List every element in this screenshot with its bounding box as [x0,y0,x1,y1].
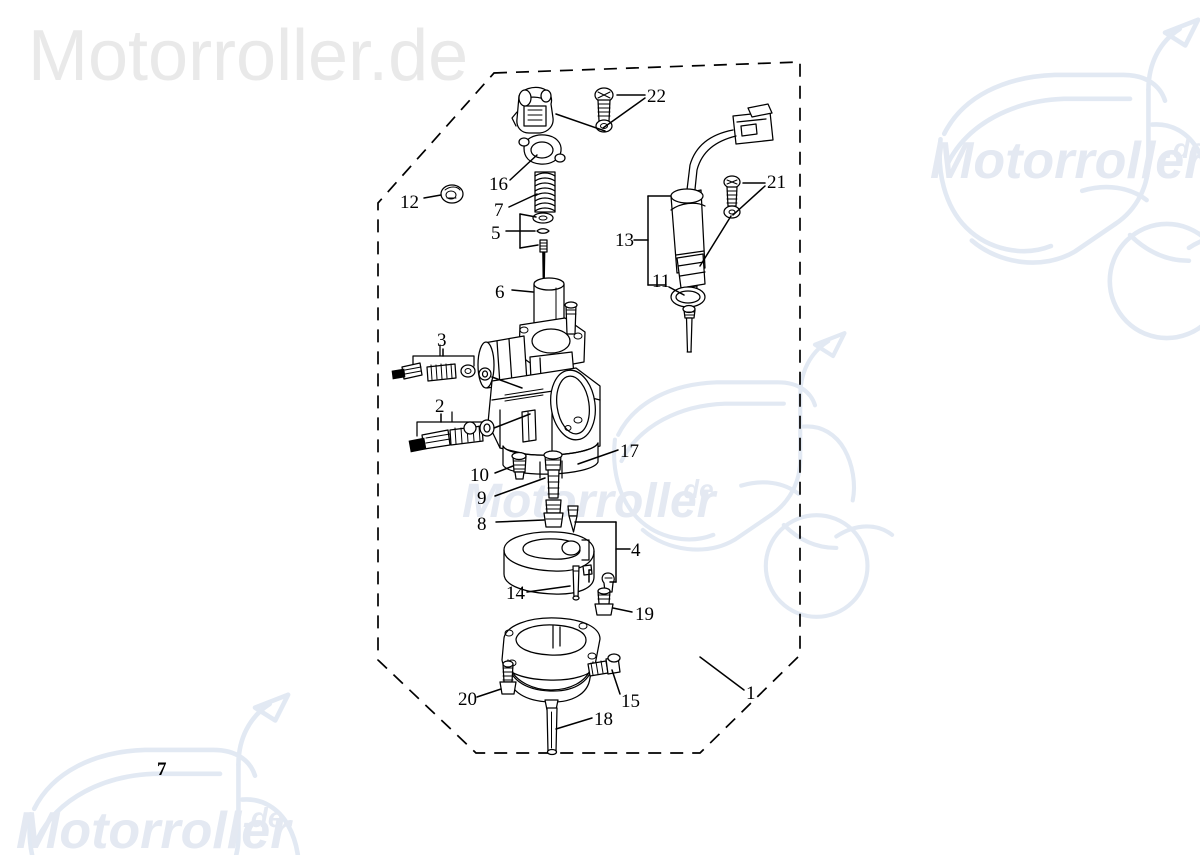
callout-label-10: 10 [470,465,489,486]
watermark-brand-top-right: Motorroller [930,132,1200,190]
watermark-scooter-center [612,331,895,619]
part-9-needle-jet [543,450,563,499]
watermark-layer: Motorroller.de Motorroller .de [16,16,1200,855]
page-number: 7 [157,759,167,780]
callout-label-19: 19 [635,604,654,625]
part-14-float-pivot-pin [572,565,580,601]
callout-label-11: 11 [652,271,670,292]
part-2-pilot-screw-set [408,411,495,453]
choke-plunger-needle [682,304,696,353]
watermark-scooter-bottom-left [27,692,301,855]
part-21-choke-mount-screws [723,175,741,219]
watermark-brand-suffix-center: .de [676,474,714,504]
part-7-throttle-spring [534,171,556,213]
part-5-needle-clip-washer [532,212,554,283]
callout-label-18: 18 [594,709,613,730]
callout-label-22: 22 [647,86,666,107]
callout-label-1: 1 [746,683,756,704]
callout-label-3: 3 [437,330,447,351]
callout-label-6: 6 [495,282,505,303]
watermark-top-left-text: Motorroller.de [28,16,468,96]
part-18-drain-tube [546,707,558,756]
part-6-throttle-valve-piston [533,277,565,330]
callout-label-20: 20 [458,689,477,710]
callout-label-9: 9 [477,488,487,509]
float-needle-valve [567,505,579,533]
callout-label-15: 15 [621,691,640,712]
callout-label-17: 17 [620,441,639,462]
callout-label-21: 21 [767,172,786,193]
part-20-bowl-bolt [499,660,517,695]
callout-label-7: 7 [494,200,504,221]
part-16-throttle-cover [440,86,566,204]
assembly-boundary-dashed [377,61,801,754]
callout-label-4: 4 [631,540,641,561]
part-22-cover-screws [594,87,614,133]
callout-label-13: 13 [615,230,634,251]
part-8-main-jet [543,499,564,528]
callout-label-12: 12 [400,192,419,213]
callout-leaders [423,94,766,730]
part-4-float [503,531,615,595]
part-13-auto-choke-solenoid [670,103,774,301]
watermark-brand-suffix-bottom-left: .de [243,802,283,833]
part-15-bowl-screw [587,653,621,677]
float-bowl [501,617,601,711]
callout-label-8: 8 [477,514,487,535]
watermark-scooter-top-right [937,17,1200,341]
callout-label-14: 14 [506,583,526,604]
watermark-brand-bottom-left: Motorroller [16,802,293,855]
carburetor-main-body [477,301,601,479]
part-10-pilot-jet [511,451,527,480]
watermark-brand-center: Motorroller [462,475,718,528]
callout-label-5: 5 [491,223,501,244]
callout-label-2: 2 [435,396,445,417]
watermark-brand-suffix-top-right: .de [1165,133,1200,164]
callout-label-16: 16 [489,174,508,195]
part-19-float-valve-screw [594,587,614,616]
callout-labels: 1 2 3 4 5 6 7 8 9 10 11 12 13 14 15 16 1… [400,86,786,730]
